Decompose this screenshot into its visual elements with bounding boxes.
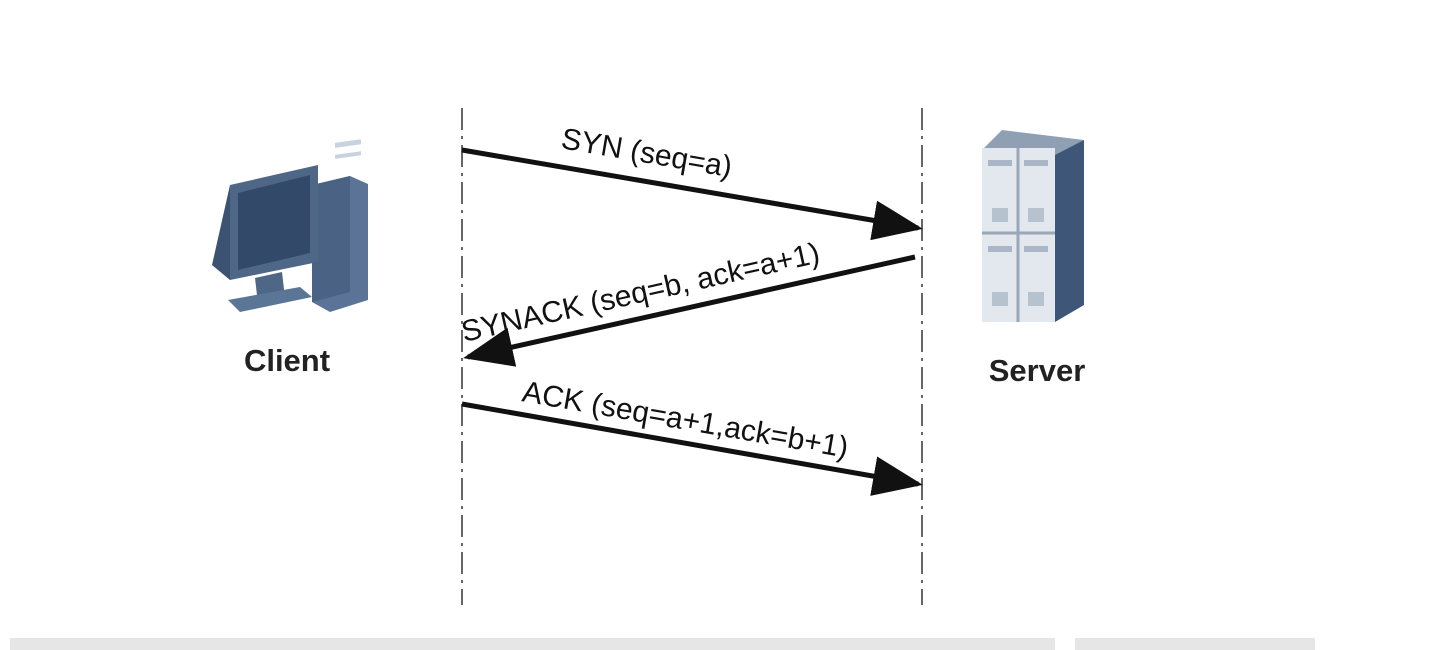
ack-label: ACK (seq=a+1,ack=b+1) bbox=[520, 375, 851, 464]
desktop-computer-icon bbox=[212, 139, 368, 312]
ack-arrow bbox=[461, 401, 923, 496]
synack-label: SYNACK (seq=b, ack=a+1) bbox=[458, 237, 822, 349]
bottom-strip-left bbox=[10, 638, 1055, 650]
syn-label: SYN (seq=a) bbox=[559, 122, 735, 184]
synack-arrow bbox=[463, 254, 916, 367]
server-label: Server bbox=[989, 353, 1086, 388]
server-rack-icon bbox=[982, 130, 1084, 322]
syn-arrow bbox=[461, 147, 923, 241]
client-label: Client bbox=[244, 343, 330, 378]
bottom-strip-right bbox=[1075, 638, 1315, 650]
